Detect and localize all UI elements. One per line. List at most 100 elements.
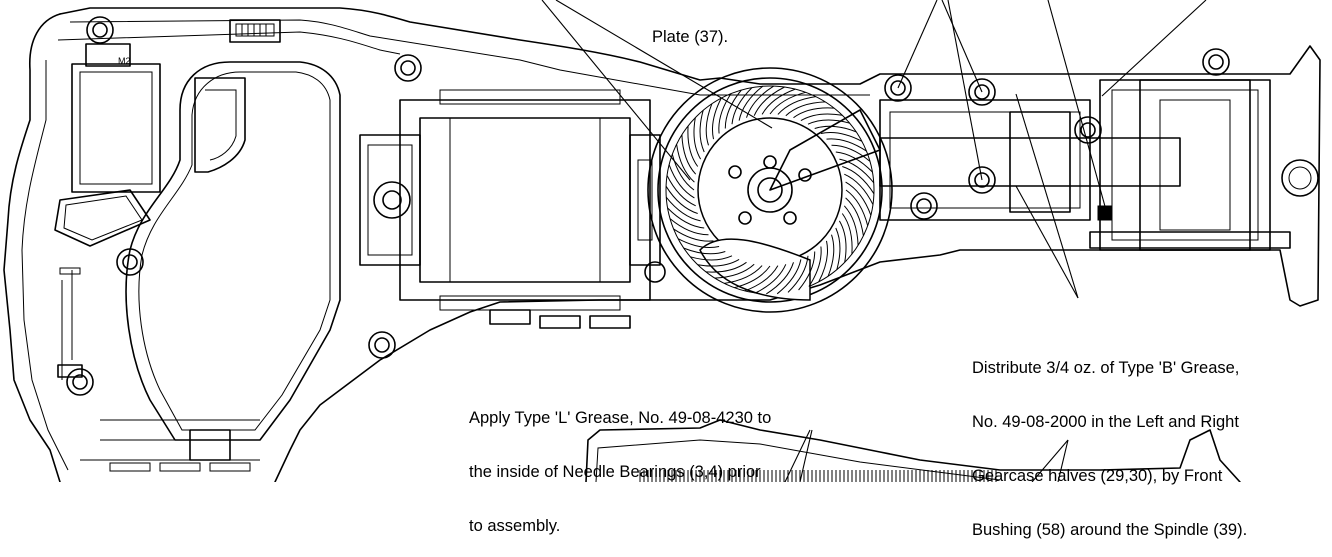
gear-tooth: [769, 91, 806, 115]
gear-teeth: [665, 85, 875, 295]
gear-tooth: [665, 186, 698, 214]
screw-head: [400, 60, 416, 76]
screw-head: [72, 374, 88, 390]
callout-type-b-grease: Distribute 3/4 oz. of Type 'B' Grease, N…: [972, 323, 1247, 557]
gear-tooth: [666, 175, 696, 207]
gear: [644, 67, 893, 313]
screw-boss: [968, 78, 996, 106]
gear-tooth: [835, 151, 873, 173]
screw-head: [890, 80, 906, 96]
screw-head: [1080, 122, 1096, 138]
callout-type-b-line-2: No. 49-08-2000 in the Left and Right: [972, 413, 1239, 431]
gear-tooth: [845, 197, 864, 236]
gear-tooth: [705, 103, 713, 146]
gear-tooth: [755, 264, 787, 294]
gear-tooth: [738, 85, 764, 121]
gear-tooth: [787, 255, 809, 293]
gear-tooth: [711, 97, 722, 140]
screw-head: [122, 254, 138, 270]
top-connector: [229, 19, 281, 43]
gear-tooth: [835, 227, 841, 270]
motor: [359, 89, 661, 311]
screw-boss: [968, 166, 996, 194]
gear-tooth: [746, 85, 774, 118]
gear-tooth: [753, 86, 785, 116]
gear-tooth: [820, 131, 863, 142]
gear-tooth: [705, 261, 747, 273]
gear-tooth: [697, 258, 740, 267]
gear-tooth: [693, 117, 702, 160]
gear-tooth: [839, 158, 875, 184]
callout-top-partial-line: Plate (37).: [652, 28, 729, 46]
callout-type-b-line-3: Gearcase halves (29,30), by Front: [972, 467, 1223, 485]
gear-tooth: [668, 164, 695, 199]
callout-type-b-line-1: Distribute 3/4 oz. of Type 'B' Grease,: [972, 359, 1240, 377]
gear-tooth: [785, 101, 826, 117]
gear-tooth: [676, 144, 695, 183]
gear-tooth: [808, 246, 822, 287]
gear-tooth: [838, 220, 847, 263]
gear-tooth: [818, 240, 829, 283]
callout-type-l-grease: Apply Type 'L' Grease, No. 49-08-4230 to…: [469, 373, 771, 553]
gear-tooth: [807, 119, 850, 125]
callout-type-l-line-2: the inside of Needle Bearings (3,4) prio…: [469, 463, 761, 481]
gear-tooth: [843, 205, 859, 246]
screw-boss: [368, 331, 396, 359]
gear-tooth: [776, 259, 802, 295]
gear-tooth: [724, 265, 763, 284]
gear-tooth: [844, 173, 874, 205]
part-marking-m2: M2: [118, 56, 131, 66]
screw-boss: [86, 16, 114, 44]
callout-top-partial: Plate (37).: [652, 0, 728, 64]
handle-grip: [125, 61, 341, 441]
gear-tooth: [744, 265, 779, 292]
gear-tooth: [793, 107, 835, 119]
gear-tooth: [718, 93, 732, 134]
gear-tooth: [714, 263, 755, 279]
gear-tooth: [665, 196, 701, 222]
housing-ribs: [57, 267, 631, 472]
callout-type-b-line-4: Bushing (58) around the Spindle (39).: [972, 521, 1248, 539]
callout-type-l-line-3: to assembly.: [469, 517, 561, 535]
screws: [66, 16, 1230, 396]
screw-boss: [884, 74, 912, 102]
gear-tooth: [681, 134, 697, 175]
gear-tooth: [798, 251, 816, 291]
switch-assembly: M2: [54, 43, 161, 247]
gear-tooth: [734, 265, 771, 289]
gear-tooth: [673, 228, 714, 242]
screw-head: [92, 22, 108, 38]
screw-boss: [1074, 116, 1102, 144]
gear-tooth: [826, 138, 867, 152]
screw-boss: [1202, 48, 1230, 76]
screw-boss: [116, 248, 144, 276]
gear-tooth: [724, 89, 742, 129]
gear-tooth: [831, 144, 871, 162]
gear-tooth: [687, 125, 699, 167]
gear-tooth: [841, 213, 853, 255]
gear-tooth: [683, 247, 726, 255]
gear-tooth: [671, 154, 695, 191]
screw-head: [374, 337, 390, 353]
trigger: [194, 77, 246, 173]
screw-boss: [910, 192, 938, 220]
lower-view-housing: [585, 419, 1241, 482]
screw-head: [1208, 54, 1224, 70]
gear-tooth: [814, 125, 857, 133]
callout-type-l-line-1: Apply Type 'L' Grease, No. 49-08-4230 to: [469, 409, 772, 427]
gear-tooth: [699, 110, 705, 153]
screw-boss: [394, 54, 422, 82]
gear-tooth: [845, 189, 869, 226]
gear-tooth: [761, 88, 796, 115]
gear-tooth: [777, 96, 816, 115]
gear-tooth: [690, 255, 733, 261]
gear-tooth: [669, 218, 709, 236]
gear-tooth: [842, 166, 875, 194]
leader-lines: [541, 0, 1207, 482]
gear-tooth: [677, 238, 720, 249]
gear-tooth: [667, 207, 705, 229]
screw-head: [974, 84, 990, 100]
gear-tooth: [800, 113, 843, 122]
gear-tooth: [766, 262, 794, 295]
gear-tooth: [827, 234, 835, 277]
